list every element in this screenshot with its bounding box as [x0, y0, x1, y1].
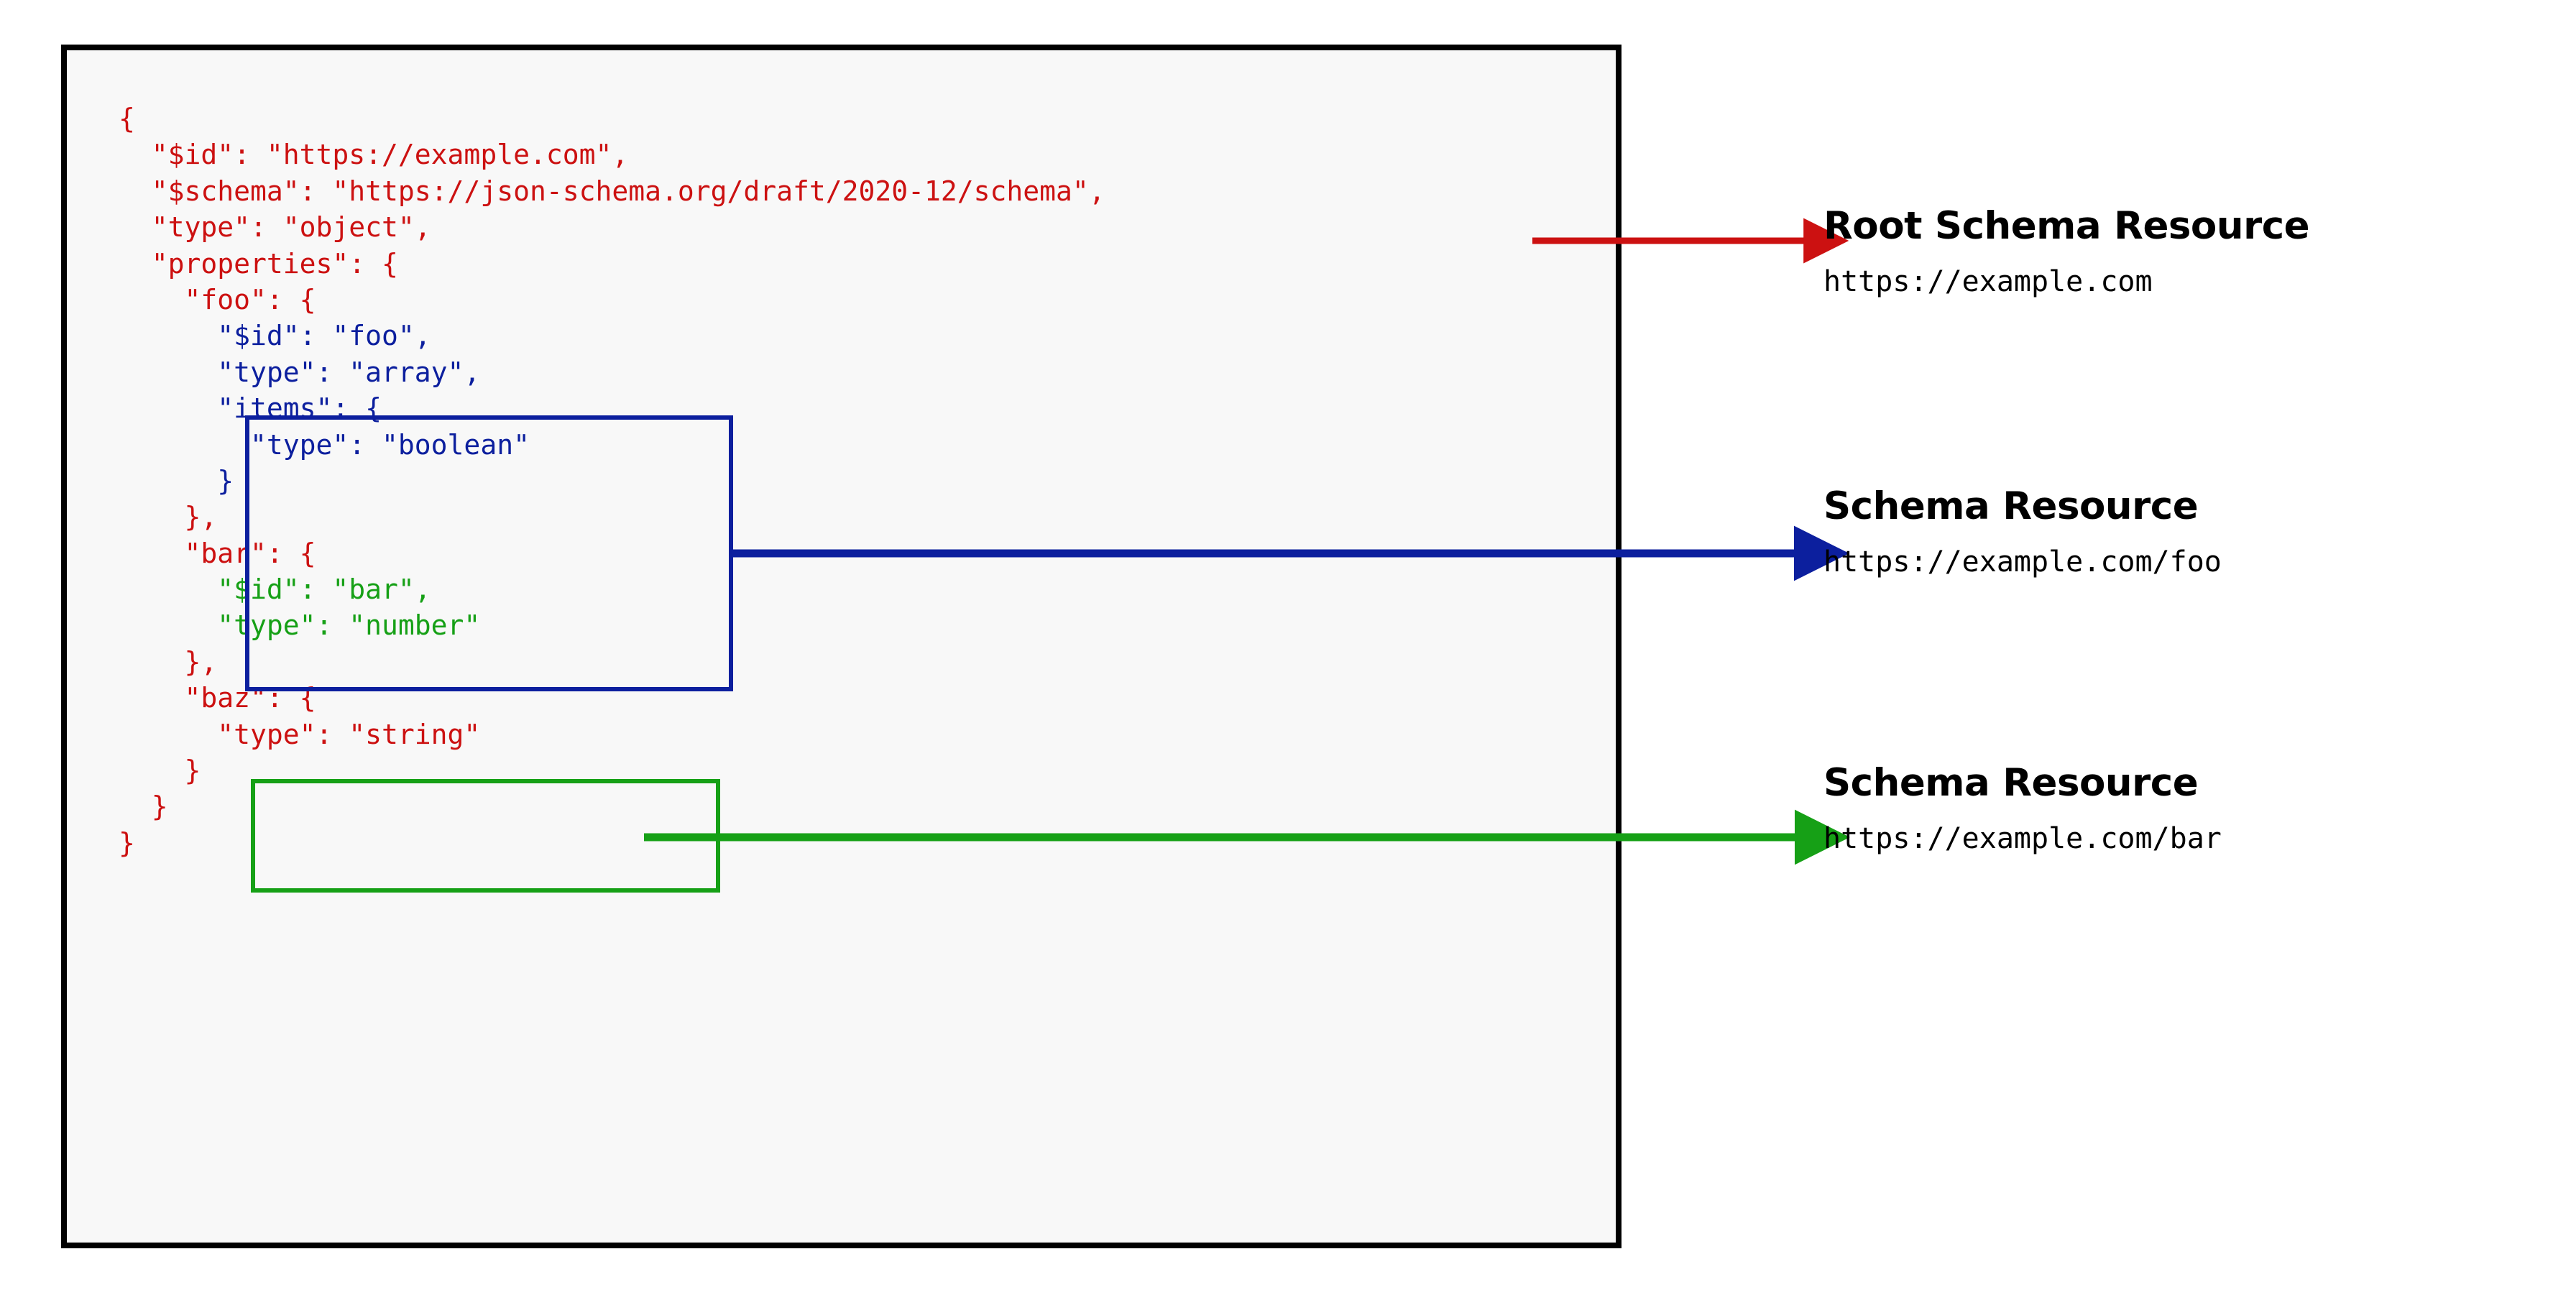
- code-line: },: [119, 501, 218, 533]
- code-line: }: [119, 826, 135, 859]
- annotation-url: https://example.com: [1823, 265, 2153, 298]
- annotation-foo-schema-resource: Schema Resource https://example.com/foo: [1823, 485, 2557, 579]
- code-line: "bar": {: [119, 537, 316, 569]
- code-line: "type": "array",: [119, 356, 481, 388]
- annotation-root-schema-resource: Root Schema Resource https://example.com: [1823, 205, 2557, 299]
- annotation-title: Schema Resource: [1823, 761, 2199, 805]
- annotation-url: https://example.com/bar: [1823, 822, 2222, 855]
- code-line: "$id": "bar",: [119, 573, 431, 606]
- code-line: "foo": {: [119, 283, 316, 315]
- code-line: }: [119, 464, 234, 497]
- root-schema-arrow: [1532, 218, 1849, 264]
- bar-schema-arrow: [644, 809, 1850, 865]
- code-line: "$id": "foo",: [119, 320, 431, 352]
- foo-subschema-highlight-box: [245, 415, 733, 691]
- code-line: "$id": "https://example.com",: [119, 139, 629, 171]
- annotation-bar-schema-resource: Schema Resource https://example.com/bar: [1823, 762, 2557, 856]
- schema-code-panel: { "$id": "https://example.com", "$schema…: [61, 45, 1622, 1248]
- code-line: "properties": {: [119, 247, 398, 280]
- foo-schema-arrow: [729, 525, 1849, 581]
- code-line: }: [119, 791, 168, 823]
- annotation-title: Schema Resource: [1823, 484, 2199, 528]
- code-line: {: [119, 103, 135, 134]
- code-line: },: [119, 645, 218, 678]
- annotation-url: https://example.com/foo: [1823, 545, 2222, 579]
- code-line: }: [119, 755, 201, 787]
- code-line: "type": "object",: [119, 211, 431, 244]
- annotation-title: Root Schema Resource: [1823, 204, 2310, 248]
- code-line: "type": "boolean": [119, 428, 530, 461]
- code-line: "$schema": "https://json-schema.org/draf…: [119, 175, 1105, 207]
- code-line: "type": "number": [119, 609, 481, 642]
- json-schema-code: { "$id": "https://example.com", "$schema…: [119, 101, 1105, 861]
- code-line: "type": "string": [119, 718, 481, 750]
